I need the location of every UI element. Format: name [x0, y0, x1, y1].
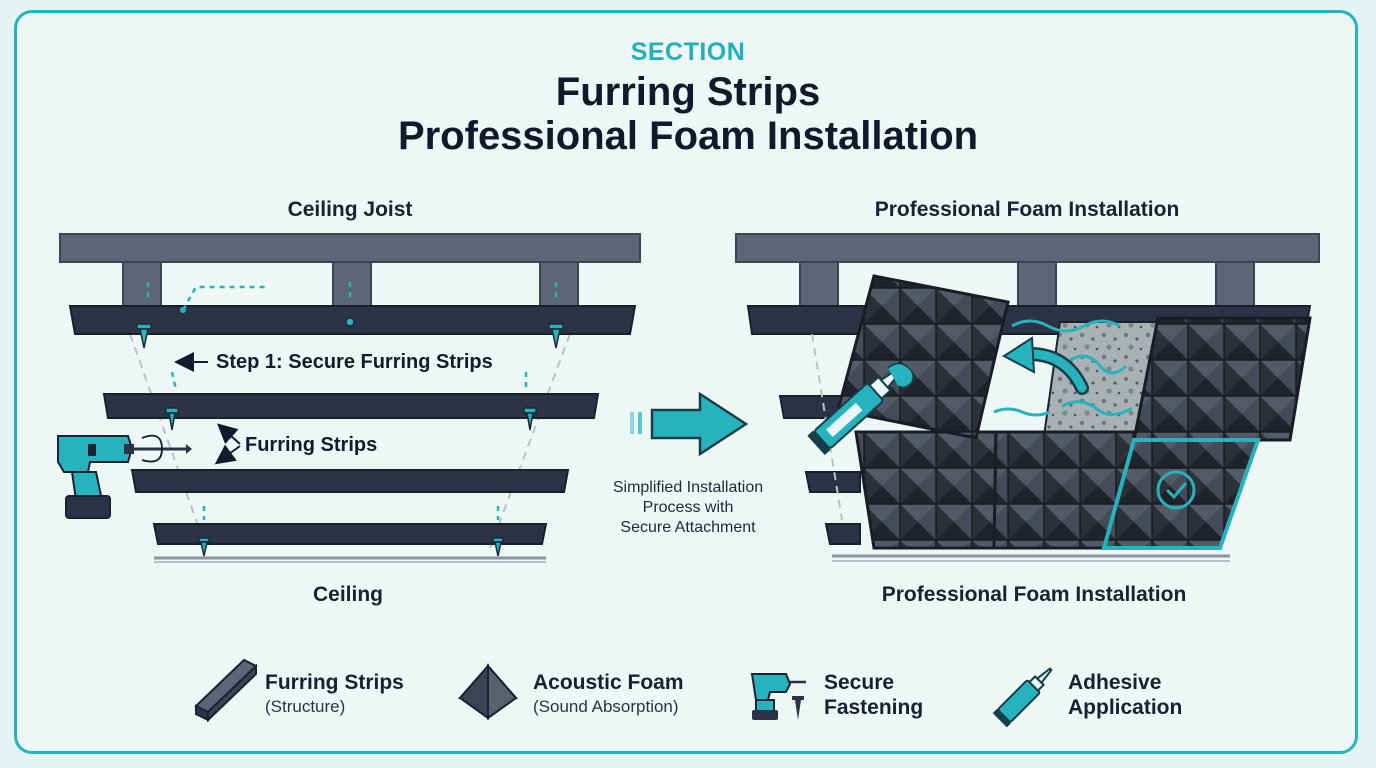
left-furring-strips — [68, 305, 637, 563]
placement-arrow — [1002, 336, 1089, 395]
caption-line-2: Process with — [642, 499, 734, 516]
ceiling-joist-label: Ceiling Joist — [287, 198, 413, 221]
legend-foam-subtitle: (Sound Absorption) — [533, 697, 679, 716]
drill-icon — [57, 434, 192, 519]
legend-fastening-line-1: Secure — [824, 671, 895, 694]
adhesive-tube-legend-icon — [992, 667, 1053, 728]
legend-adhesive-title: Adhesive Application — [1068, 670, 1182, 720]
foam-panel-highlighted — [1101, 438, 1261, 550]
caption-line-3: Secure Attachment — [620, 519, 756, 536]
left-ceiling-joist — [59, 233, 641, 307]
furring-strips-callout: Furring Strips — [245, 434, 378, 456]
foam-pyramid-icon — [457, 663, 519, 720]
legend-furring-subtitle: (Structure) — [265, 697, 346, 716]
legend-adhesive-line-1: Adhesive — [1068, 671, 1162, 694]
legend-furring-title: Furring Strips — [265, 671, 404, 694]
right-ceiling-joist — [735, 233, 1320, 307]
left-screws — [136, 317, 564, 557]
ceiling-label: Ceiling — [312, 583, 384, 606]
foam-installation-bottom-label: Professional Foam Installation — [881, 583, 1187, 606]
callout-arrows — [174, 352, 241, 465]
process-caption: Simplified Installation Process with Sec… — [613, 478, 763, 538]
process-arrow — [630, 391, 749, 457]
foam-panel-installed-right — [1132, 316, 1312, 442]
caption-line-1: Simplified Installation — [612, 479, 764, 496]
step-1-callout: Step 1: Secure Furring Strips — [216, 351, 493, 373]
left-teal-dashes — [146, 282, 558, 520]
adhesive-tube-icon — [807, 362, 914, 456]
left-guide-lines — [129, 333, 571, 549]
title-line-1: Furring Strips — [555, 70, 821, 114]
furring-strip-icon — [194, 658, 258, 723]
legend-adhesive-line-2: Application — [1068, 696, 1183, 719]
drill-screw-icon — [750, 673, 806, 720]
legend-fastening-line-2: Fastening — [824, 696, 924, 719]
legend-fastening-title: Secure Fastening — [824, 670, 923, 720]
section-eyebrow: SECTION — [630, 38, 746, 66]
foam-panel-row-bottom — [854, 430, 1136, 550]
right-guide-lines — [811, 333, 843, 521]
title-line-2: Professional Foam Installation — [397, 114, 979, 158]
legend-foam-title: Acoustic Foam — [533, 671, 684, 694]
foam-installation-top-label: Professional Foam Installation — [874, 198, 1180, 221]
